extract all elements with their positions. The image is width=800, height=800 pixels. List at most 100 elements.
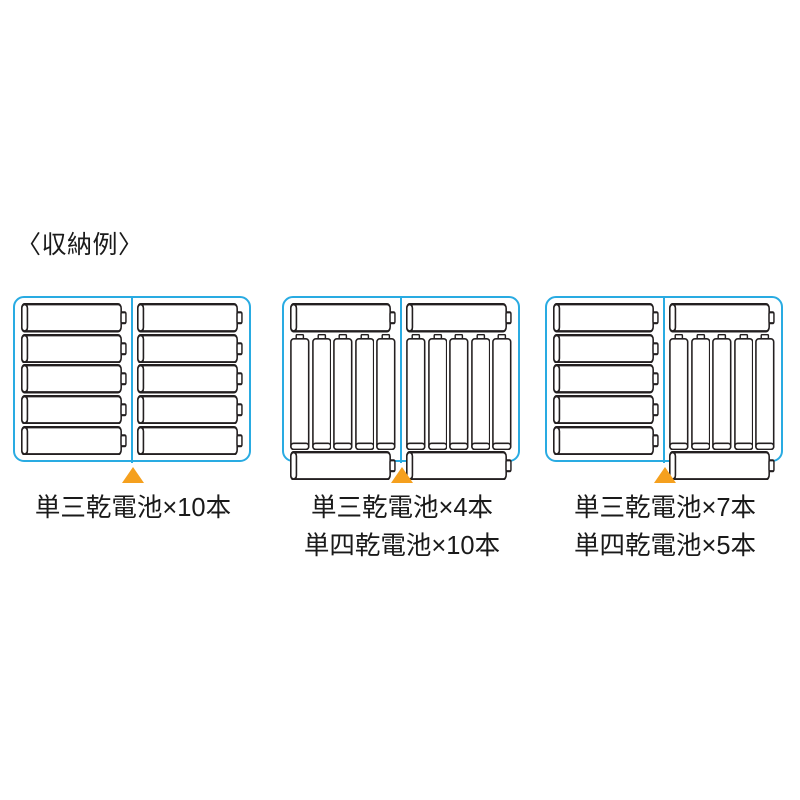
mixed-battery-layout [284, 298, 401, 481]
aaa-battery-vertical-icon [690, 333, 711, 450]
aa-battery-horizontal-icon [21, 425, 127, 456]
caption-line: 単四乾電池×10本 [303, 532, 501, 560]
aaa-battery-vertical [470, 333, 491, 450]
aaa-battery-vertical-icon [311, 333, 332, 450]
aaa-battery-vertical [376, 333, 396, 450]
battery-case [13, 295, 251, 463]
aaa-battery-vertical-icon [470, 333, 491, 450]
aaa-battery-vertical-icon [376, 333, 396, 450]
aaa-battery-row [290, 333, 396, 450]
aaa-battery-vertical [354, 333, 375, 450]
mixed-battery-layout [401, 298, 518, 481]
aa-battery-horizontal-icon [406, 303, 512, 333]
up-triangle-icon [122, 467, 144, 483]
battery-case [545, 295, 783, 481]
case-half-left [547, 298, 664, 460]
aa-battery-horizontal-icon [137, 364, 243, 394]
aa-battery-horizontal [137, 394, 243, 425]
storage-example: 単三乾電池×10本 [13, 295, 253, 522]
aa-battery-horizontal-icon [290, 450, 396, 481]
aa-battery-horizontal-icon [553, 333, 659, 364]
aaa-battery-vertical [449, 333, 469, 450]
aa-battery-horizontal [406, 303, 512, 333]
caption-line: 単四乾電池×5本 [573, 532, 757, 560]
aa-battery-horizontal-icon [21, 333, 127, 364]
aaa-battery-vertical-icon [427, 333, 448, 450]
aaa-battery-vertical [492, 333, 512, 450]
storage-examples-row: 単三乾電池×10本単三乾電池×4本単四乾電池×10本単三乾電池×7本単四乾電池×… [0, 295, 800, 596]
aa-battery-horizontal-icon [137, 394, 243, 425]
aa-battery-horizontal [553, 394, 659, 425]
case-half-right [664, 298, 781, 481]
aaa-battery-vertical-icon [354, 333, 375, 450]
aaa-battery-vertical-icon [333, 333, 353, 450]
aa-battery-stack [132, 298, 249, 460]
aa-battery-horizontal [553, 425, 659, 456]
aa-battery-horizontal [137, 333, 243, 364]
example-caption: 単三乾電池×10本 [5, 489, 261, 527]
case-half-left [15, 298, 132, 460]
aa-battery-horizontal [21, 394, 127, 425]
case-center-divider [399, 295, 403, 463]
case-center-divider [130, 295, 134, 463]
aa-battery-horizontal [290, 450, 396, 481]
aa-battery-horizontal [290, 303, 396, 333]
aa-battery-horizontal-icon [669, 450, 775, 481]
aa-battery-horizontal-icon [21, 303, 127, 333]
case-center-divider [662, 295, 666, 463]
up-triangle-icon [654, 467, 676, 483]
aa-battery-horizontal [669, 303, 775, 333]
aa-battery-horizontal [553, 364, 659, 394]
aa-battery-horizontal [21, 333, 127, 364]
aa-battery-horizontal [669, 450, 775, 481]
aaa-battery-vertical-icon [492, 333, 512, 450]
aaa-battery-vertical [733, 333, 754, 450]
storage-example: 単三乾電池×4本単四乾電池×10本 [282, 295, 522, 560]
page-title: 〈収納例〉 [16, 231, 144, 259]
aa-battery-horizontal-icon [137, 425, 243, 456]
up-triangle-icon [391, 467, 413, 483]
case-half-left [284, 298, 401, 481]
aaa-battery-vertical-icon [733, 333, 754, 450]
aa-battery-horizontal [21, 425, 127, 456]
aa-battery-horizontal-icon [406, 450, 512, 481]
aa-battery-stack [547, 298, 664, 460]
aa-battery-horizontal-icon [669, 303, 775, 333]
case-half-right [132, 298, 249, 460]
aaa-battery-vertical-icon [406, 333, 426, 450]
storage-example: 単三乾電池×7本単四乾電池×5本 [545, 295, 785, 560]
aaa-battery-vertical-icon [669, 333, 689, 450]
aa-battery-horizontal-icon [21, 394, 127, 425]
aa-battery-horizontal [406, 450, 512, 481]
caption-line: 単三乾電池×10本 [34, 494, 232, 522]
mixed-battery-layout [664, 298, 781, 481]
aaa-battery-vertical-icon [449, 333, 469, 450]
case-half-right [401, 298, 518, 481]
aa-battery-horizontal [553, 303, 659, 333]
battery-case [282, 295, 520, 481]
aaa-battery-vertical [755, 333, 775, 450]
aaa-battery-row [406, 333, 512, 450]
aaa-battery-vertical [669, 333, 689, 450]
aaa-battery-vertical [712, 333, 732, 450]
aa-battery-horizontal-icon [21, 364, 127, 394]
aaa-battery-vertical [690, 333, 711, 450]
aaa-battery-vertical-icon [712, 333, 732, 450]
example-caption: 単三乾電池×7本単四乾電池×5本 [537, 489, 793, 565]
aa-battery-stack [15, 298, 132, 460]
caption-line: 単三乾電池×4本 [310, 494, 494, 522]
aaa-battery-row [669, 333, 775, 450]
aaa-battery-vertical [290, 333, 310, 450]
aaa-battery-vertical-icon [755, 333, 775, 450]
aa-battery-horizontal-icon [553, 364, 659, 394]
caption-line: 単三乾電池×7本 [573, 494, 757, 522]
aa-battery-horizontal [21, 303, 127, 333]
aa-battery-horizontal [137, 425, 243, 456]
aa-battery-horizontal [553, 333, 659, 364]
aa-battery-horizontal-icon [553, 425, 659, 456]
aa-battery-horizontal [137, 364, 243, 394]
aaa-battery-vertical [406, 333, 426, 450]
aa-battery-horizontal-icon [553, 394, 659, 425]
aa-battery-horizontal-icon [137, 303, 243, 333]
